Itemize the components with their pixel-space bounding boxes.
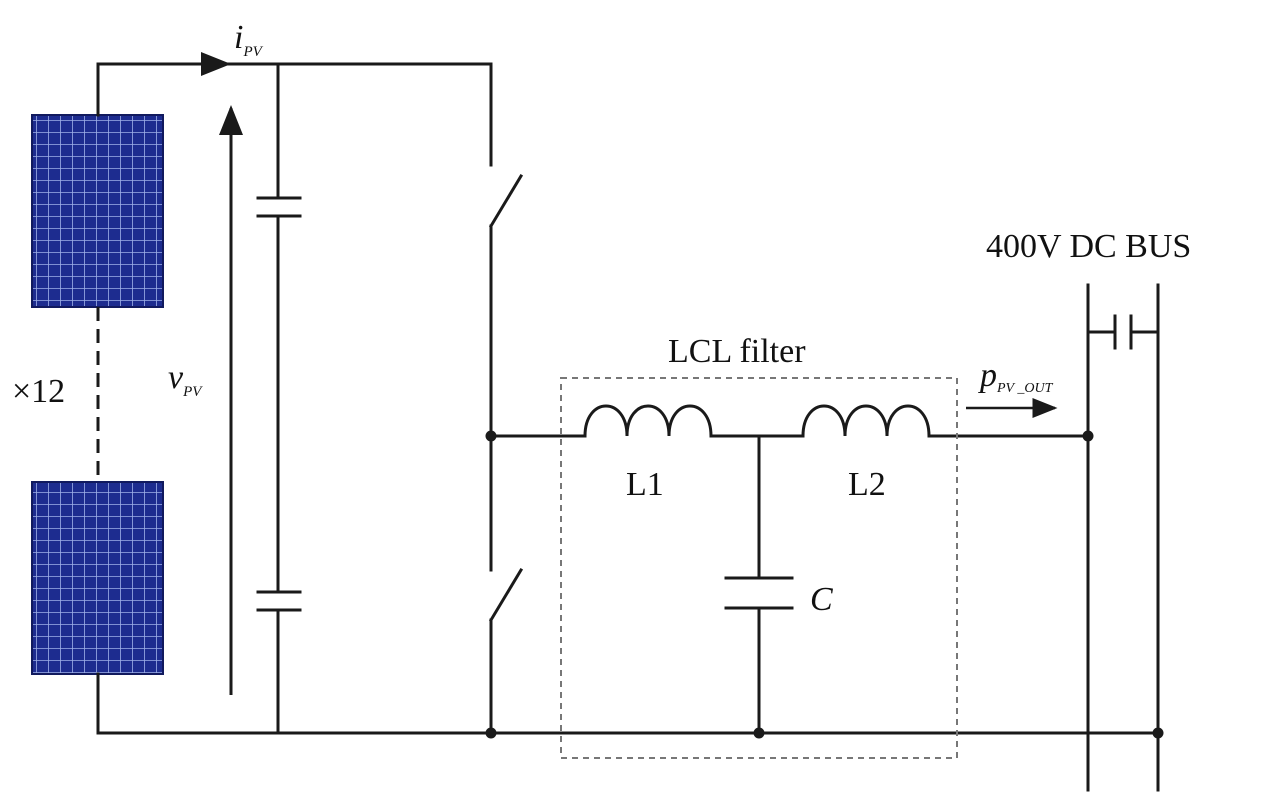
lcl-filter-boundary bbox=[560, 377, 958, 759]
capacitor-label: C bbox=[810, 581, 833, 618]
wire-bottom-rail bbox=[96, 672, 1160, 735]
solar-panel-bottom bbox=[31, 481, 164, 675]
current-label: iPV bbox=[234, 19, 264, 60]
lower-switch bbox=[488, 434, 524, 735]
voltage-label: vPV bbox=[168, 359, 203, 400]
junction-dots bbox=[485, 430, 1164, 739]
power-label: pPV _OUT bbox=[978, 357, 1054, 396]
inductor-l1 bbox=[583, 404, 713, 438]
dc-bus bbox=[1086, 283, 1160, 792]
dc-bus-label: 400V DC BUS bbox=[986, 228, 1191, 265]
inductor-l2-label: L2 bbox=[848, 466, 886, 503]
inductor-l1-label: L1 bbox=[626, 466, 664, 503]
solar-panel-top bbox=[31, 114, 164, 308]
dc-link-capacitors bbox=[256, 62, 302, 735]
panel-count-label: ×12 bbox=[12, 373, 65, 410]
inductor-l2 bbox=[801, 404, 931, 438]
upper-switch bbox=[488, 173, 524, 438]
filter-capacitor bbox=[724, 434, 794, 735]
filter-label: LCL filter bbox=[668, 333, 806, 370]
wire-top-rail bbox=[96, 62, 493, 167]
